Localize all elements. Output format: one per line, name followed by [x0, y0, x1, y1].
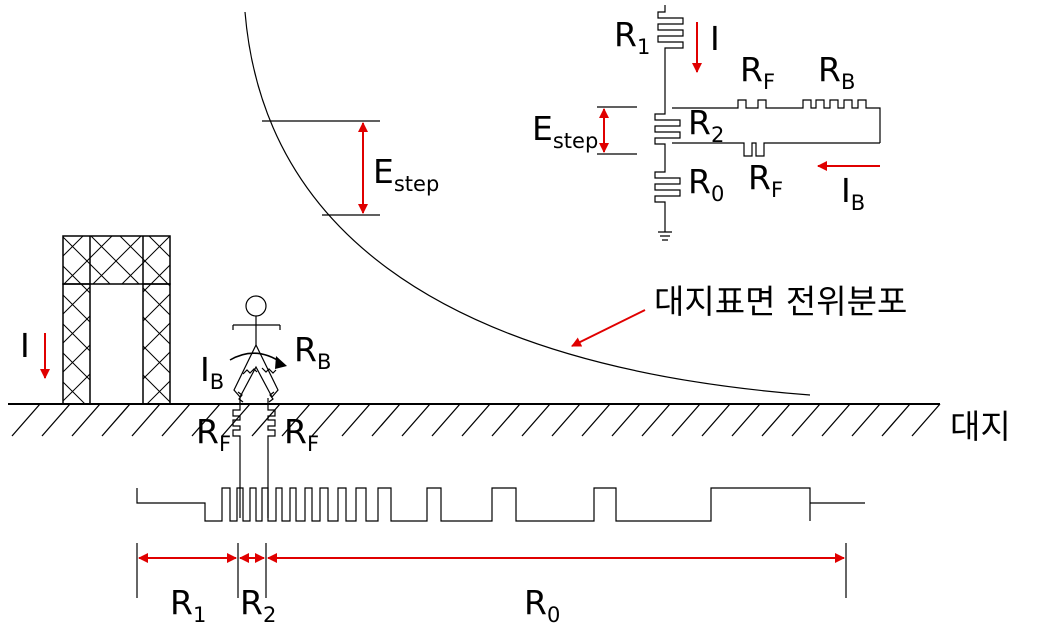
r2-circuit-label: R2 — [688, 103, 724, 147]
tower-current-label: I — [20, 326, 30, 365]
estep-circuit-label: Estep — [532, 109, 598, 153]
ground-label: 대지 — [950, 407, 1011, 446]
ground-hatching — [11, 403, 941, 437]
r1-dim-label: R1 — [170, 583, 206, 627]
rf-left-label: RF — [196, 412, 231, 456]
body-current-arrowhead — [275, 356, 287, 369]
person-figure — [232, 295, 281, 403]
rf-right-label: RF — [284, 412, 319, 456]
potential-curve-arrow — [571, 309, 646, 347]
body-current-path — [229, 352, 283, 364]
circuit-current-label: I — [710, 19, 720, 58]
foot-resistors — [232, 398, 276, 518]
earth-resistance-waveform — [136, 487, 865, 522]
estep-main-label: Estep — [373, 152, 439, 196]
rb-person-label: RB — [294, 330, 331, 374]
transmission-tower — [62, 235, 171, 405]
r2-dim-label: R2 — [240, 583, 276, 627]
equivalent-circuit — [654, 5, 881, 241]
rf-circuit-bottom-label: RF — [748, 158, 783, 202]
r0-circuit-label: R0 — [688, 162, 724, 206]
r0-dim-label: R0 — [524, 583, 560, 627]
ground-surface — [8, 403, 941, 437]
potential-curve-label: 대지표면 전위분포 — [654, 282, 907, 321]
dimension-lines — [136, 543, 847, 598]
potential-curve — [244, 11, 811, 396]
rf-circuit-top-label: RF — [740, 50, 775, 94]
r1-circuit-label: R1 — [614, 15, 650, 59]
rb-circuit-label: RB — [818, 50, 855, 94]
ib-circuit-label: IB — [841, 171, 865, 215]
ib-person-label: IB — [200, 350, 224, 394]
